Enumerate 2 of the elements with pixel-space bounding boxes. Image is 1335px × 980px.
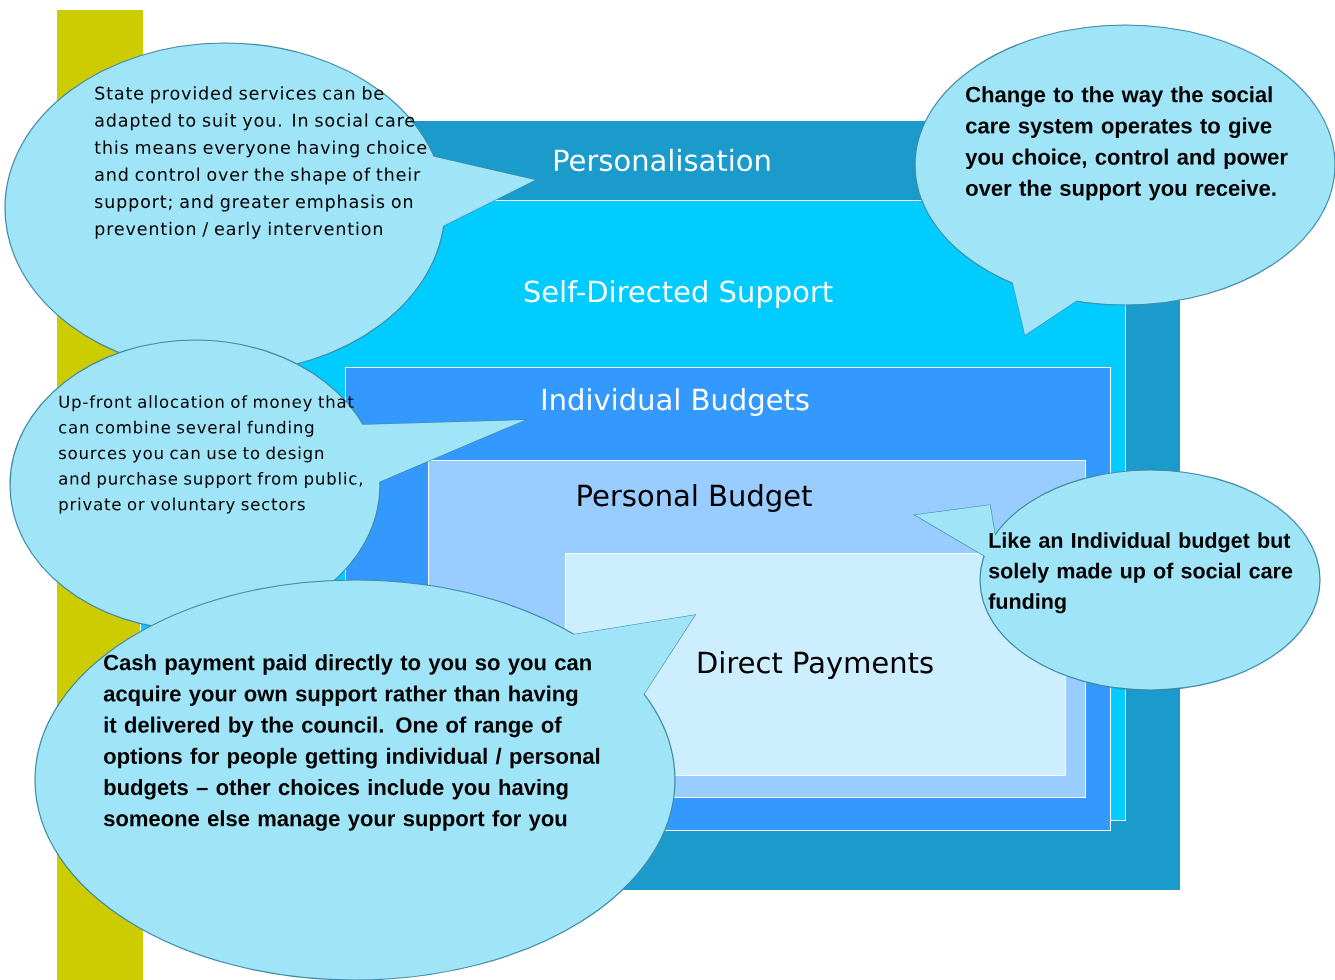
speech-bubble-tooltip: Change to the way the social care system operates to give you choice, control and power over the support you receive. — [914, 24, 1335, 336]
speech-bubble-tooltip: Cash payment paid directly to you so you can acquire your own support rather than having it delivered by the council. One of range of options for people getting individual / personal budgets – other choices include you having someone else manage your support for you — [34, 579, 697, 980]
